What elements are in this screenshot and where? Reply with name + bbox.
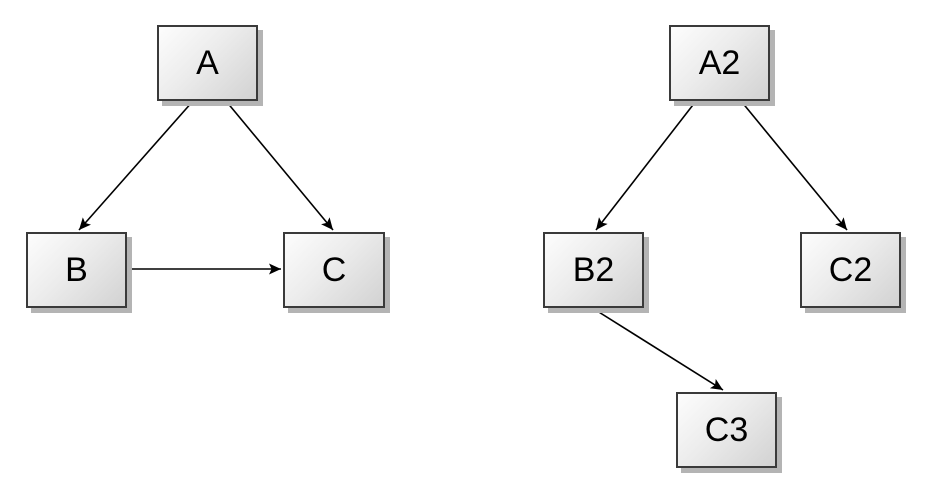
node-C3[interactable]: C3 <box>676 392 777 468</box>
edge-A2-B2[interactable] <box>595 100 697 231</box>
node-A[interactable]: A <box>157 25 258 101</box>
node-A2[interactable]: A2 <box>669 25 770 101</box>
node-B2[interactable]: B2 <box>543 232 644 308</box>
edge-A-B[interactable] <box>78 100 194 231</box>
node-label: B2 <box>572 251 615 289</box>
edge-A-C[interactable] <box>225 100 334 231</box>
node-C[interactable]: C <box>283 232 385 308</box>
node-C2[interactable]: C2 <box>800 232 901 308</box>
node-label: C3 <box>704 411 749 449</box>
node-label: B <box>65 251 88 289</box>
node-label: A <box>196 44 219 82</box>
edge-B2-C3[interactable] <box>593 308 724 391</box>
node-label: C <box>321 251 347 289</box>
node-label: A2 <box>698 44 741 82</box>
node-B[interactable]: B <box>26 232 127 308</box>
edge-A2-C2[interactable] <box>740 100 848 231</box>
node-label: C2 <box>828 251 873 289</box>
